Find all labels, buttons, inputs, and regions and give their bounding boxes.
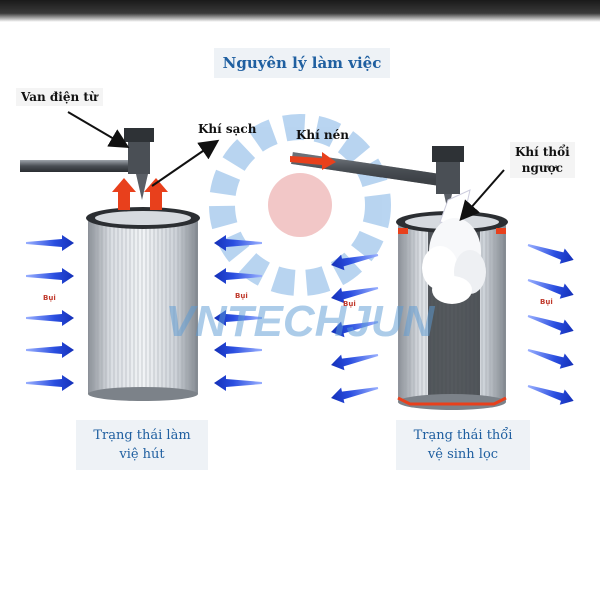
dust-flow-arrow [527, 279, 574, 299]
cleaning-state-line1: Trạng thái thổi [413, 428, 513, 443]
watermark-text: VNTECHJUN [166, 297, 436, 346]
dust-flow-arrow [527, 244, 574, 264]
dust-label-3: Bụi [343, 300, 356, 308]
compressed-air-red-arrow [290, 152, 336, 170]
cleaning-state-caption: Trạng thái thổi vệ sinh lọc [396, 420, 530, 470]
dust-label-2: Bụi [235, 292, 248, 300]
suction-state-line2: việ hút [119, 447, 165, 462]
dust-flow-arrow [527, 315, 574, 335]
suction-state-caption: Trạng thái làm việ hút [76, 420, 208, 470]
left-filter-cartridge [86, 207, 200, 401]
reverse-blow-cloud [422, 189, 486, 304]
solenoid-valve-pointer [67, 111, 130, 149]
dust-flow-arrow [214, 310, 262, 326]
compressed-air-label: Khí nén [296, 128, 349, 142]
dust-label-4: Bụi [540, 298, 553, 306]
dust-flow-arrow [26, 375, 74, 391]
reverse-air-label: Khí thổi ngược [510, 142, 575, 178]
dust-flow-arrow [331, 387, 379, 404]
dust-flow-arrow [214, 235, 262, 251]
dust-flow-arrows [26, 235, 574, 405]
dust-flow-arrow [331, 287, 379, 304]
watermark-gear-icon [209, 114, 391, 296]
reverse-air-label-line1: Khí thổi [515, 145, 570, 159]
dust-label-1: Bụi [43, 294, 56, 302]
dust-flow-arrow [214, 342, 262, 358]
right-air-pipe [291, 146, 464, 212]
page-title: Nguyên lý làm việc [214, 48, 390, 78]
dust-flow-arrow [26, 342, 74, 358]
suction-state-line1: Trạng thái làm [93, 428, 191, 443]
dust-flow-arrow [214, 375, 262, 391]
cleaning-state-line2: vệ sinh lọc [427, 447, 499, 462]
dust-flow-arrow [331, 321, 379, 338]
dust-flow-arrow [214, 268, 262, 284]
reverse-air-pointer [459, 169, 505, 222]
dust-flow-arrow [527, 349, 574, 369]
dust-flow-arrow [26, 310, 74, 326]
top-dark-band [0, 0, 600, 22]
solenoid-valve-label: Van điện từ [16, 88, 103, 106]
reverse-air-label-line2: ngược [521, 161, 563, 175]
dust-flow-arrow [331, 354, 379, 371]
left-air-pipe [20, 128, 154, 200]
dust-flow-arrow [26, 268, 74, 284]
clean-air-pointer [151, 139, 220, 187]
clean-air-red-arrows [112, 178, 168, 210]
dust-flow-arrow [527, 385, 574, 405]
dust-flow-arrow [331, 254, 379, 271]
clean-air-label: Khí sạch [198, 122, 257, 136]
dust-flow-arrow [26, 235, 74, 251]
